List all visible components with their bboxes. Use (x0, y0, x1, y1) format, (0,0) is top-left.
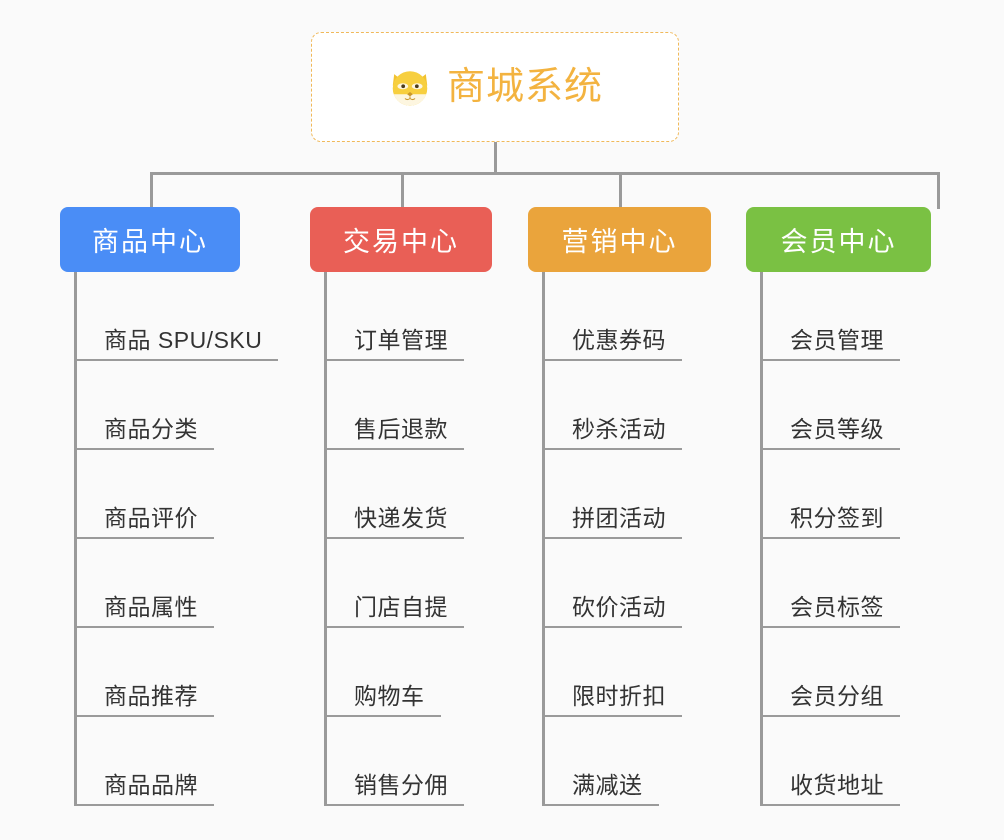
leaf-item[interactable]: 会员等级 (760, 361, 931, 450)
leaf-item[interactable]: 售后退款 (324, 361, 492, 450)
leaf-item[interactable]: 商品评价 (74, 450, 240, 539)
column-spine (324, 272, 327, 806)
leaf-label: 会员标签 (790, 593, 884, 620)
leaf-list-product-center: 商品 SPU/SKU 商品分类 商品评价 商品属性 商品推荐 商品品牌 (74, 272, 279, 806)
leaf-label: 优惠券码 (572, 326, 666, 353)
category-label: 商品中心 (92, 227, 208, 257)
category-column-product-center: 商品中心 商品 SPU/SKU 商品分类 商品评价 商品属性 商品推荐 商品品牌 (60, 207, 279, 806)
leaf-item[interactable]: 收货地址 (760, 717, 931, 806)
root-title: 商城系统 (446, 66, 603, 108)
leaf-label: 积分签到 (790, 504, 884, 531)
column-spine (542, 272, 545, 806)
leaf-item[interactable]: 优惠券码 (542, 272, 711, 361)
leaf-item[interactable]: 订单管理 (324, 272, 492, 361)
category-header-marketing-center[interactable]: 营销中心 (528, 207, 711, 272)
leaf-label: 秒杀活动 (572, 415, 666, 442)
leaf-label: 商品推荐 (104, 682, 198, 709)
leaf-item[interactable]: 砍价活动 (542, 539, 711, 628)
edge-drop-member-center (937, 172, 940, 209)
leaf-item[interactable]: 销售分佣 (324, 717, 492, 806)
leaf-item[interactable]: 商品分类 (74, 361, 240, 450)
category-column-trade-center: 交易中心 订单管理 售后退款 快递发货 门店自提 购物车 销售分佣 (310, 207, 492, 806)
edge-drop-marketing-center (619, 172, 622, 209)
leaf-label: 订单管理 (354, 326, 448, 353)
leaf-label: 门店自提 (354, 593, 448, 620)
leaf-label: 商品 SPU/SKU (104, 326, 263, 353)
leaf-label: 会员等级 (790, 415, 884, 442)
edge-horizontal-bus (150, 172, 940, 175)
leaf-item[interactable]: 快递发货 (324, 450, 492, 539)
category-label: 交易中心 (343, 227, 459, 257)
leaf-list-member-center: 会员管理 会员等级 积分签到 会员标签 会员分组 收货地址 (760, 272, 931, 806)
leaf-item[interactable]: 商品品牌 (74, 717, 240, 806)
edge-drop-trade-center (401, 172, 404, 209)
leaf-item[interactable]: 限时折扣 (542, 628, 711, 717)
leaf-label: 限时折扣 (572, 682, 666, 709)
leaf-item[interactable]: 秒杀活动 (542, 361, 711, 450)
category-label: 会员中心 (780, 227, 897, 257)
edge-root-trunk (494, 142, 497, 175)
category-header-trade-center[interactable]: 交易中心 (310, 207, 492, 272)
edge-drop-product-center (150, 172, 153, 209)
category-header-member-center[interactable]: 会员中心 (746, 207, 931, 272)
leaf-label: 售后退款 (354, 415, 448, 442)
leaf-label: 销售分佣 (354, 771, 448, 798)
leaf-item[interactable]: 购物车 (324, 628, 492, 717)
leaf-list-marketing-center: 优惠券码 秒杀活动 拼团活动 砍价活动 限时折扣 满减送 (542, 272, 711, 806)
leaf-label: 会员分组 (790, 682, 884, 709)
leaf-item[interactable]: 拼团活动 (542, 450, 711, 539)
leaf-label: 购物车 (354, 682, 425, 709)
category-column-member-center: 会员中心 会员管理 会员等级 积分签到 会员标签 会员分组 收货地址 (746, 207, 931, 806)
leaf-item[interactable]: 会员分组 (760, 628, 931, 717)
leaf-item[interactable]: 积分签到 (760, 450, 931, 539)
leaf-list-trade-center: 订单管理 售后退款 快递发货 门店自提 购物车 销售分佣 (324, 272, 492, 806)
leaf-label: 拼团活动 (572, 504, 666, 531)
leaf-label: 商品属性 (104, 593, 198, 620)
leaf-label: 砍价活动 (572, 593, 666, 620)
column-spine (74, 272, 77, 806)
leaf-label: 满减送 (572, 771, 643, 798)
leaf-label: 商品品牌 (104, 771, 198, 798)
leaf-item[interactable]: 商品推荐 (74, 628, 240, 717)
leaf-label: 收货地址 (790, 771, 884, 798)
category-label: 营销中心 (561, 227, 678, 257)
leaf-item[interactable]: 满减送 (542, 717, 711, 806)
leaf-label: 会员管理 (790, 326, 884, 353)
category-header-product-center[interactable]: 商品中心 (60, 207, 240, 272)
category-column-marketing-center: 营销中心 优惠券码 秒杀活动 拼团活动 砍价活动 限时折扣 满减送 (528, 207, 711, 806)
leaf-item[interactable]: 会员管理 (760, 272, 931, 361)
column-spine (760, 272, 763, 806)
leaf-label: 商品分类 (104, 415, 198, 442)
root-node[interactable]: 商城系统 (311, 32, 679, 142)
leaf-label: 商品评价 (104, 504, 198, 531)
leaf-item[interactable]: 门店自提 (324, 539, 492, 628)
leaf-label: 快递发货 (354, 504, 448, 531)
leaf-item[interactable]: 商品属性 (74, 539, 240, 628)
leaf-item[interactable]: 会员标签 (760, 539, 931, 628)
leaf-item[interactable]: 商品 SPU/SKU (74, 272, 279, 361)
shiba-dog-face-icon (387, 64, 433, 110)
